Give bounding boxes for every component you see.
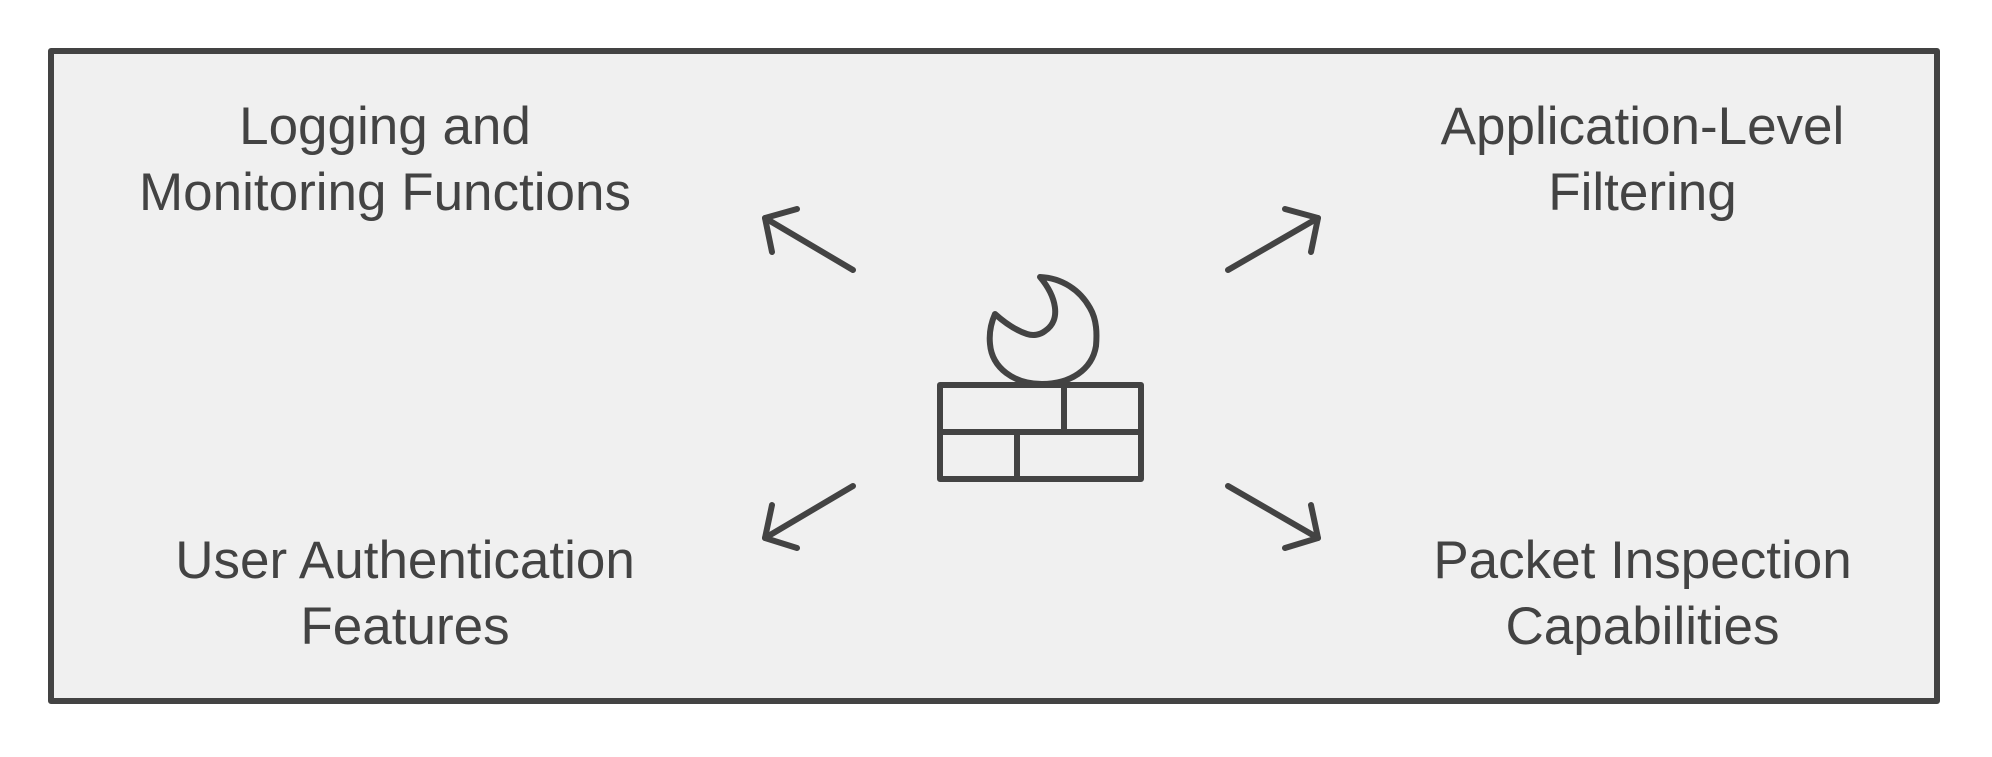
node-label-line: Filtering — [1548, 163, 1737, 222]
node-label-line: Monitoring Functions — [139, 163, 631, 222]
node-logging-monitoring: Logging and Monitoring Functions — [100, 94, 670, 226]
node-label-line: Capabilities — [1505, 597, 1780, 656]
node-packet-inspection: Packet Inspection Capabilities — [1355, 528, 1930, 660]
node-application-filtering: Application-Level Filtering — [1355, 94, 1930, 226]
arrow-to-packet-inspection — [1225, 483, 1321, 551]
node-label-line: User Authentication — [175, 531, 635, 590]
node-label-line: Features — [300, 597, 510, 656]
diagram-frame — [48, 48, 1940, 704]
node-label-line: Packet Inspection — [1433, 531, 1852, 590]
node-label-line: Application-Level — [1440, 97, 1845, 156]
node-label-line: Logging and — [239, 97, 531, 156]
arrow-to-user-authentication — [762, 483, 856, 551]
arrow-to-logging — [762, 206, 856, 273]
firewall-icon — [937, 274, 1144, 482]
node-user-authentication: User Authentication Features — [120, 528, 690, 660]
arrow-to-application-filtering — [1225, 206, 1321, 273]
